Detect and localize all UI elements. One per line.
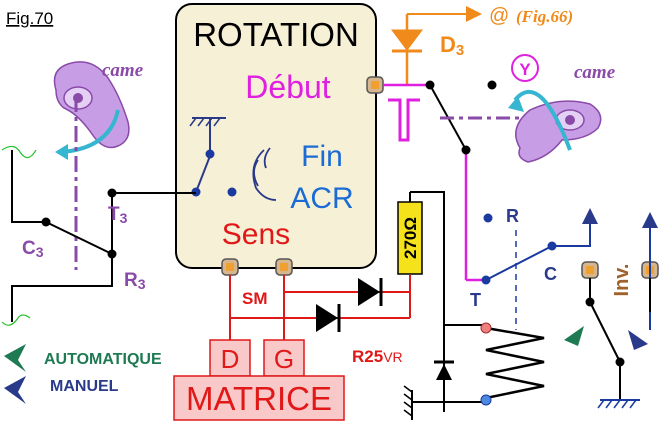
came-right-label: came: [574, 62, 616, 83]
terminal-debut: [366, 76, 384, 94]
contact-c-label: C: [544, 264, 557, 284]
g-box: [263, 339, 305, 377]
ref-fig66: (Fig.66): [516, 7, 573, 26]
sm-label: SM: [242, 289, 268, 308]
matrice-label: MATRICE: [186, 380, 332, 417]
r25vr-label: R25VR: [352, 347, 403, 366]
g-box-label: G: [274, 344, 294, 374]
legend-manuel: MANUEL: [50, 378, 119, 395]
legend-auto-arrow: [4, 344, 26, 372]
matrice-box: [173, 375, 345, 421]
cam-left-icon: [53, 61, 130, 160]
switch-c3: [11, 150, 196, 322]
terminal-sens-2: [275, 258, 293, 276]
r25-relay: [403, 322, 545, 420]
diode-d3-label: D3: [440, 32, 464, 59]
cam-right-icon: [508, 89, 602, 163]
legend-auto: AUTOMATIQUE: [44, 351, 162, 368]
came-left-label: came: [102, 60, 144, 81]
d-box-label: D: [221, 344, 240, 374]
block-title: ROTATION: [193, 16, 359, 53]
t3-label: T3: [108, 204, 128, 226]
diode-sm-upper: [358, 278, 380, 306]
diode-sm-lower: [316, 304, 338, 332]
r3-label: R3: [124, 270, 146, 292]
debut-pulse: [388, 98, 420, 142]
sm-wiring: [229, 275, 411, 340]
debut-label: Début: [245, 69, 331, 105]
c3-label: C3: [22, 238, 44, 260]
trace-bottom: [1, 314, 31, 326]
inv-switch: [564, 212, 659, 409]
inv-label: Inv.: [611, 264, 633, 297]
legend-manuel-arrow: [4, 376, 26, 404]
internal-switch: [189, 117, 237, 197]
figure-label: Fig.70: [6, 9, 53, 28]
terminal-sens-1: [221, 258, 239, 276]
ref-at: @: [489, 5, 509, 27]
diode-d3: [391, 29, 423, 51]
resistor-label: 270Ω: [401, 217, 420, 259]
trace-top: [1, 145, 37, 159]
acr-label: ACR: [290, 182, 353, 215]
cam-switch-right: [425, 80, 560, 155]
acr-wave-icon: [252, 147, 277, 201]
y-marker-label: Y: [519, 60, 531, 79]
contact-r-label: R: [506, 206, 519, 226]
resistor-270: [397, 201, 423, 275]
y-marker: [511, 54, 539, 82]
contact-t-label: T: [470, 290, 481, 310]
sens-label: Sens: [222, 218, 290, 251]
fin-label: Fin: [301, 140, 343, 173]
